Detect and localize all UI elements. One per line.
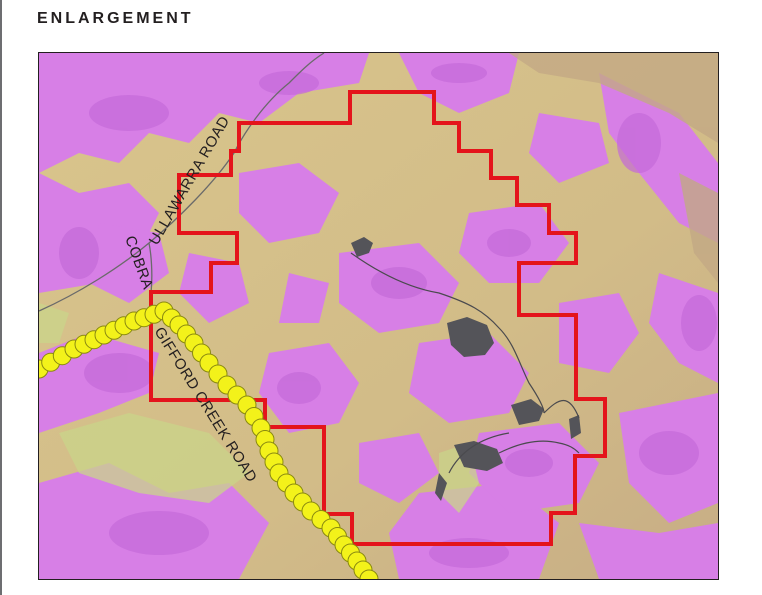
route-markers: [39, 301, 379, 579]
hills-layer: [509, 53, 718, 283]
map-canvas: ULLAWARRA ROAD COBRA GIFFORD CREEK ROAD: [39, 53, 718, 579]
map-enlargement[interactable]: ULLAWARRA ROAD COBRA GIFFORD CREEK ROAD: [38, 52, 719, 580]
water-bodies: [351, 237, 581, 501]
vegetation-texture: [59, 63, 717, 568]
drainage-lines: [350, 252, 580, 474]
left-divider-rule: [0, 0, 2, 595]
lowland-layer: [39, 303, 479, 513]
section-title: ENLARGEMENT: [37, 10, 194, 27]
route-marker-icon: [359, 569, 379, 579]
road-ullawarra: [39, 53, 325, 312]
project-boundary: [149, 90, 607, 546]
